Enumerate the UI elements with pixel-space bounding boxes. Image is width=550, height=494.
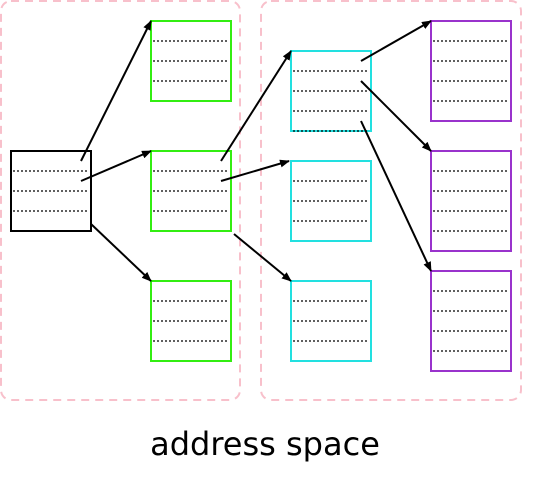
pointer-arrow-l1-mid-to-l2-bot <box>233 233 292 282</box>
table-node-l3-bot <box>430 270 512 372</box>
pointer-arrow-l2-top-to-l3-mid <box>360 80 432 152</box>
table-node-l2-mid <box>290 160 372 242</box>
pointer-arrow-l1-mid-to-l2-mid <box>220 159 290 182</box>
pointer-arrow-root-to-l1-top <box>80 20 152 162</box>
diagram-caption: address space <box>150 425 380 463</box>
pointer-arrow-l2-top-to-l3-bot <box>360 120 432 272</box>
table-node-l3-top <box>430 20 512 122</box>
table-node-l2-bot <box>290 280 372 362</box>
table-node-l1-top <box>150 20 232 102</box>
table-node-box <box>430 270 512 372</box>
table-node-l1-bot <box>150 280 232 362</box>
pointer-arrow-l1-mid-to-l2-top <box>220 50 292 162</box>
table-node-l1-mid <box>150 150 232 232</box>
pointer-arrow-l2-top-to-l3-top <box>360 20 432 62</box>
table-node-l3-mid <box>430 150 512 252</box>
table-node-box <box>430 20 512 122</box>
pointer-arrow-root-to-l1-mid <box>80 150 152 182</box>
page-table-diagram <box>0 0 522 401</box>
dashed-region-group-left <box>0 0 241 401</box>
table-node-root <box>10 150 92 232</box>
pointer-arrow-root-to-l1-bot <box>90 223 152 282</box>
table-node-l2-top <box>290 50 372 132</box>
table-node-box <box>430 150 512 252</box>
dashed-region-group-right <box>260 0 522 401</box>
